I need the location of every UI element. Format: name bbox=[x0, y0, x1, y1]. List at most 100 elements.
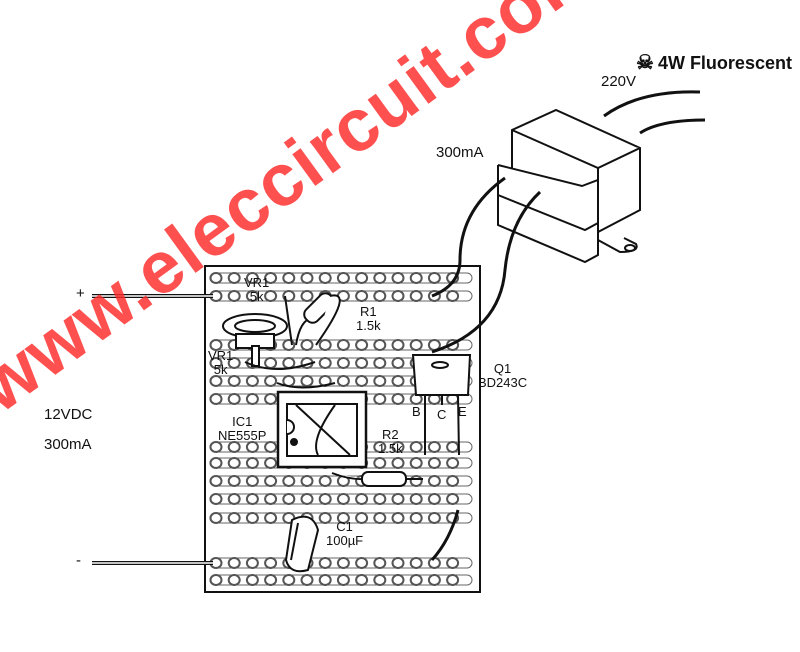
pad bbox=[427, 441, 441, 453]
pad bbox=[373, 290, 387, 302]
pad bbox=[227, 290, 241, 302]
pad bbox=[427, 512, 441, 524]
pad bbox=[446, 457, 460, 469]
pad bbox=[209, 574, 223, 586]
supply-voltage: 12VDC bbox=[44, 406, 93, 423]
pad bbox=[391, 574, 405, 586]
pad bbox=[227, 557, 241, 569]
pad bbox=[227, 512, 241, 524]
pad bbox=[355, 272, 369, 284]
pad bbox=[409, 512, 423, 524]
pad bbox=[264, 375, 278, 387]
transformer bbox=[497, 108, 641, 264]
pad bbox=[318, 512, 332, 524]
pad bbox=[446, 475, 460, 487]
pad bbox=[336, 339, 350, 351]
q1-transistor bbox=[411, 354, 472, 456]
pad bbox=[318, 574, 332, 586]
pad bbox=[264, 272, 278, 284]
pad bbox=[336, 512, 350, 524]
pad bbox=[227, 493, 241, 505]
pad bbox=[209, 339, 223, 351]
pad bbox=[300, 290, 314, 302]
pad bbox=[409, 475, 423, 487]
pad bbox=[391, 493, 405, 505]
minus-label: - bbox=[76, 552, 81, 569]
pad bbox=[209, 493, 223, 505]
pad bbox=[373, 574, 387, 586]
pad bbox=[209, 457, 223, 469]
pad bbox=[209, 475, 223, 487]
pad bbox=[373, 393, 387, 405]
pad bbox=[209, 393, 223, 405]
pad bbox=[282, 339, 296, 351]
pad bbox=[282, 475, 296, 487]
pad bbox=[264, 393, 278, 405]
pad bbox=[427, 457, 441, 469]
pad bbox=[355, 574, 369, 586]
title: ☠4W Fluorescent bbox=[636, 52, 792, 74]
pad bbox=[391, 557, 405, 569]
pad bbox=[446, 493, 460, 505]
pad bbox=[391, 357, 405, 369]
pad bbox=[355, 512, 369, 524]
pad bbox=[318, 272, 332, 284]
q1-pin-e: E bbox=[458, 404, 467, 419]
pad bbox=[427, 272, 441, 284]
pad bbox=[391, 441, 405, 453]
pad bbox=[409, 457, 423, 469]
pad bbox=[336, 272, 350, 284]
pad bbox=[264, 290, 278, 302]
pad bbox=[409, 574, 423, 586]
pad bbox=[245, 493, 259, 505]
pad bbox=[300, 574, 314, 586]
pad bbox=[391, 339, 405, 351]
pad bbox=[373, 441, 387, 453]
pad bbox=[391, 512, 405, 524]
pad bbox=[409, 493, 423, 505]
jumper bbox=[244, 361, 316, 370]
pad bbox=[446, 290, 460, 302]
pad bbox=[245, 475, 259, 487]
secondary-wire-1 bbox=[431, 176, 506, 298]
pad bbox=[318, 557, 332, 569]
pad bbox=[245, 393, 259, 405]
pad bbox=[391, 272, 405, 284]
pad bbox=[300, 475, 314, 487]
pad bbox=[300, 375, 314, 387]
pad bbox=[264, 475, 278, 487]
pad bbox=[245, 441, 259, 453]
pad bbox=[300, 272, 314, 284]
pad bbox=[373, 512, 387, 524]
pad bbox=[209, 272, 223, 284]
pad bbox=[264, 574, 278, 586]
pad bbox=[318, 475, 332, 487]
pad bbox=[409, 441, 423, 453]
pad bbox=[245, 574, 259, 586]
pad bbox=[245, 557, 259, 569]
pad bbox=[264, 557, 278, 569]
transformer-current-label: 300mA bbox=[436, 144, 484, 161]
pad bbox=[318, 357, 332, 369]
pad bbox=[264, 357, 278, 369]
pad bbox=[300, 493, 314, 505]
c1-capacitor bbox=[284, 515, 320, 573]
r1-resistor bbox=[295, 292, 341, 346]
pad bbox=[282, 272, 296, 284]
pad bbox=[446, 441, 460, 453]
pad bbox=[391, 375, 405, 387]
pad bbox=[227, 457, 241, 469]
secondary-wire-2 bbox=[431, 190, 542, 354]
pad bbox=[427, 475, 441, 487]
pad bbox=[391, 457, 405, 469]
pad bbox=[245, 375, 259, 387]
primary-wire-1 bbox=[603, 90, 701, 118]
pad bbox=[355, 357, 369, 369]
pad bbox=[373, 357, 387, 369]
pad bbox=[391, 393, 405, 405]
pad bbox=[318, 493, 332, 505]
plus-label: + bbox=[76, 285, 85, 302]
